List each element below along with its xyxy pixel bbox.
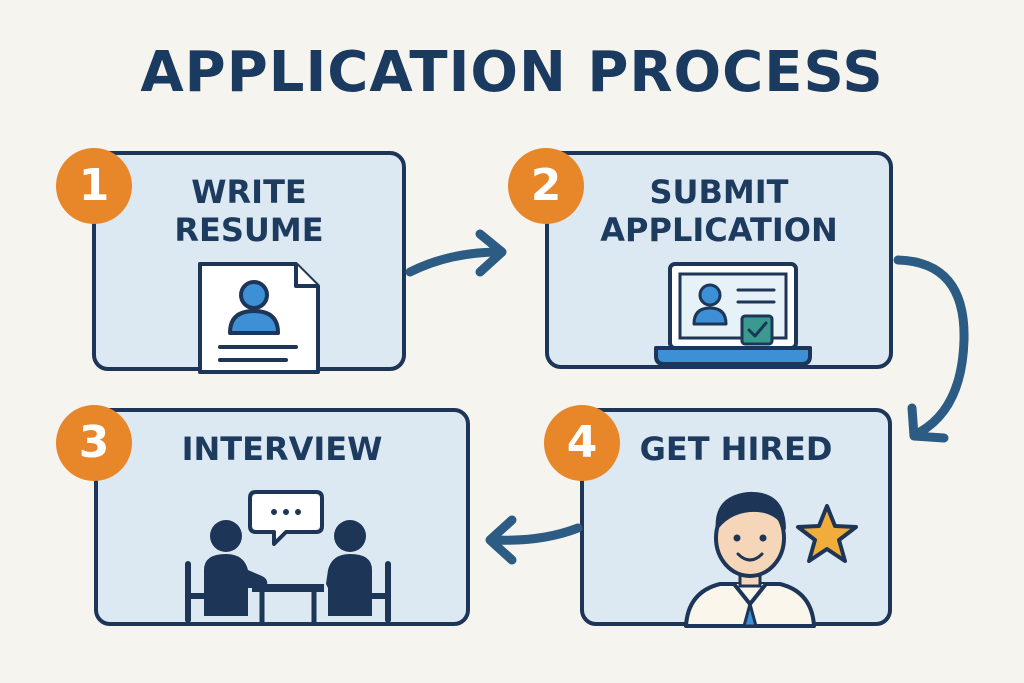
arrow-left-icon (485, 515, 583, 565)
step-card-interview: INTERVIEW (94, 408, 470, 626)
step-label: WRITE RESUME (174, 173, 324, 249)
step-number-badge: 4 (544, 405, 620, 481)
step-number-badge: 1 (56, 148, 132, 224)
arrow-right-icon (405, 229, 507, 277)
step-card-write-resume: WRITE RESUME (92, 151, 406, 374)
step-label: GET HIRED (639, 430, 833, 468)
interview-people-icon (185, 490, 391, 623)
step-number-badge: 3 (56, 405, 132, 481)
step-number-badge: 2 (508, 148, 584, 224)
step-card-get-hired: GET HIRED (580, 408, 892, 628)
speech-bubble-icon (248, 490, 324, 546)
checkmark-icon (740, 314, 774, 346)
hired-person-star-icon (684, 491, 858, 628)
star-icon (796, 504, 858, 563)
laptop-application-icon (654, 262, 812, 366)
step-label: INTERVIEW (181, 430, 383, 468)
step-label: SUBMIT APPLICATION (600, 173, 838, 249)
resume-document-icon (198, 262, 320, 374)
arrow-curve-down-icon (893, 255, 969, 443)
page-title: APPLICATION PROCESS (140, 40, 884, 105)
step-card-submit-application: SUBMIT APPLICATION (545, 151, 893, 369)
